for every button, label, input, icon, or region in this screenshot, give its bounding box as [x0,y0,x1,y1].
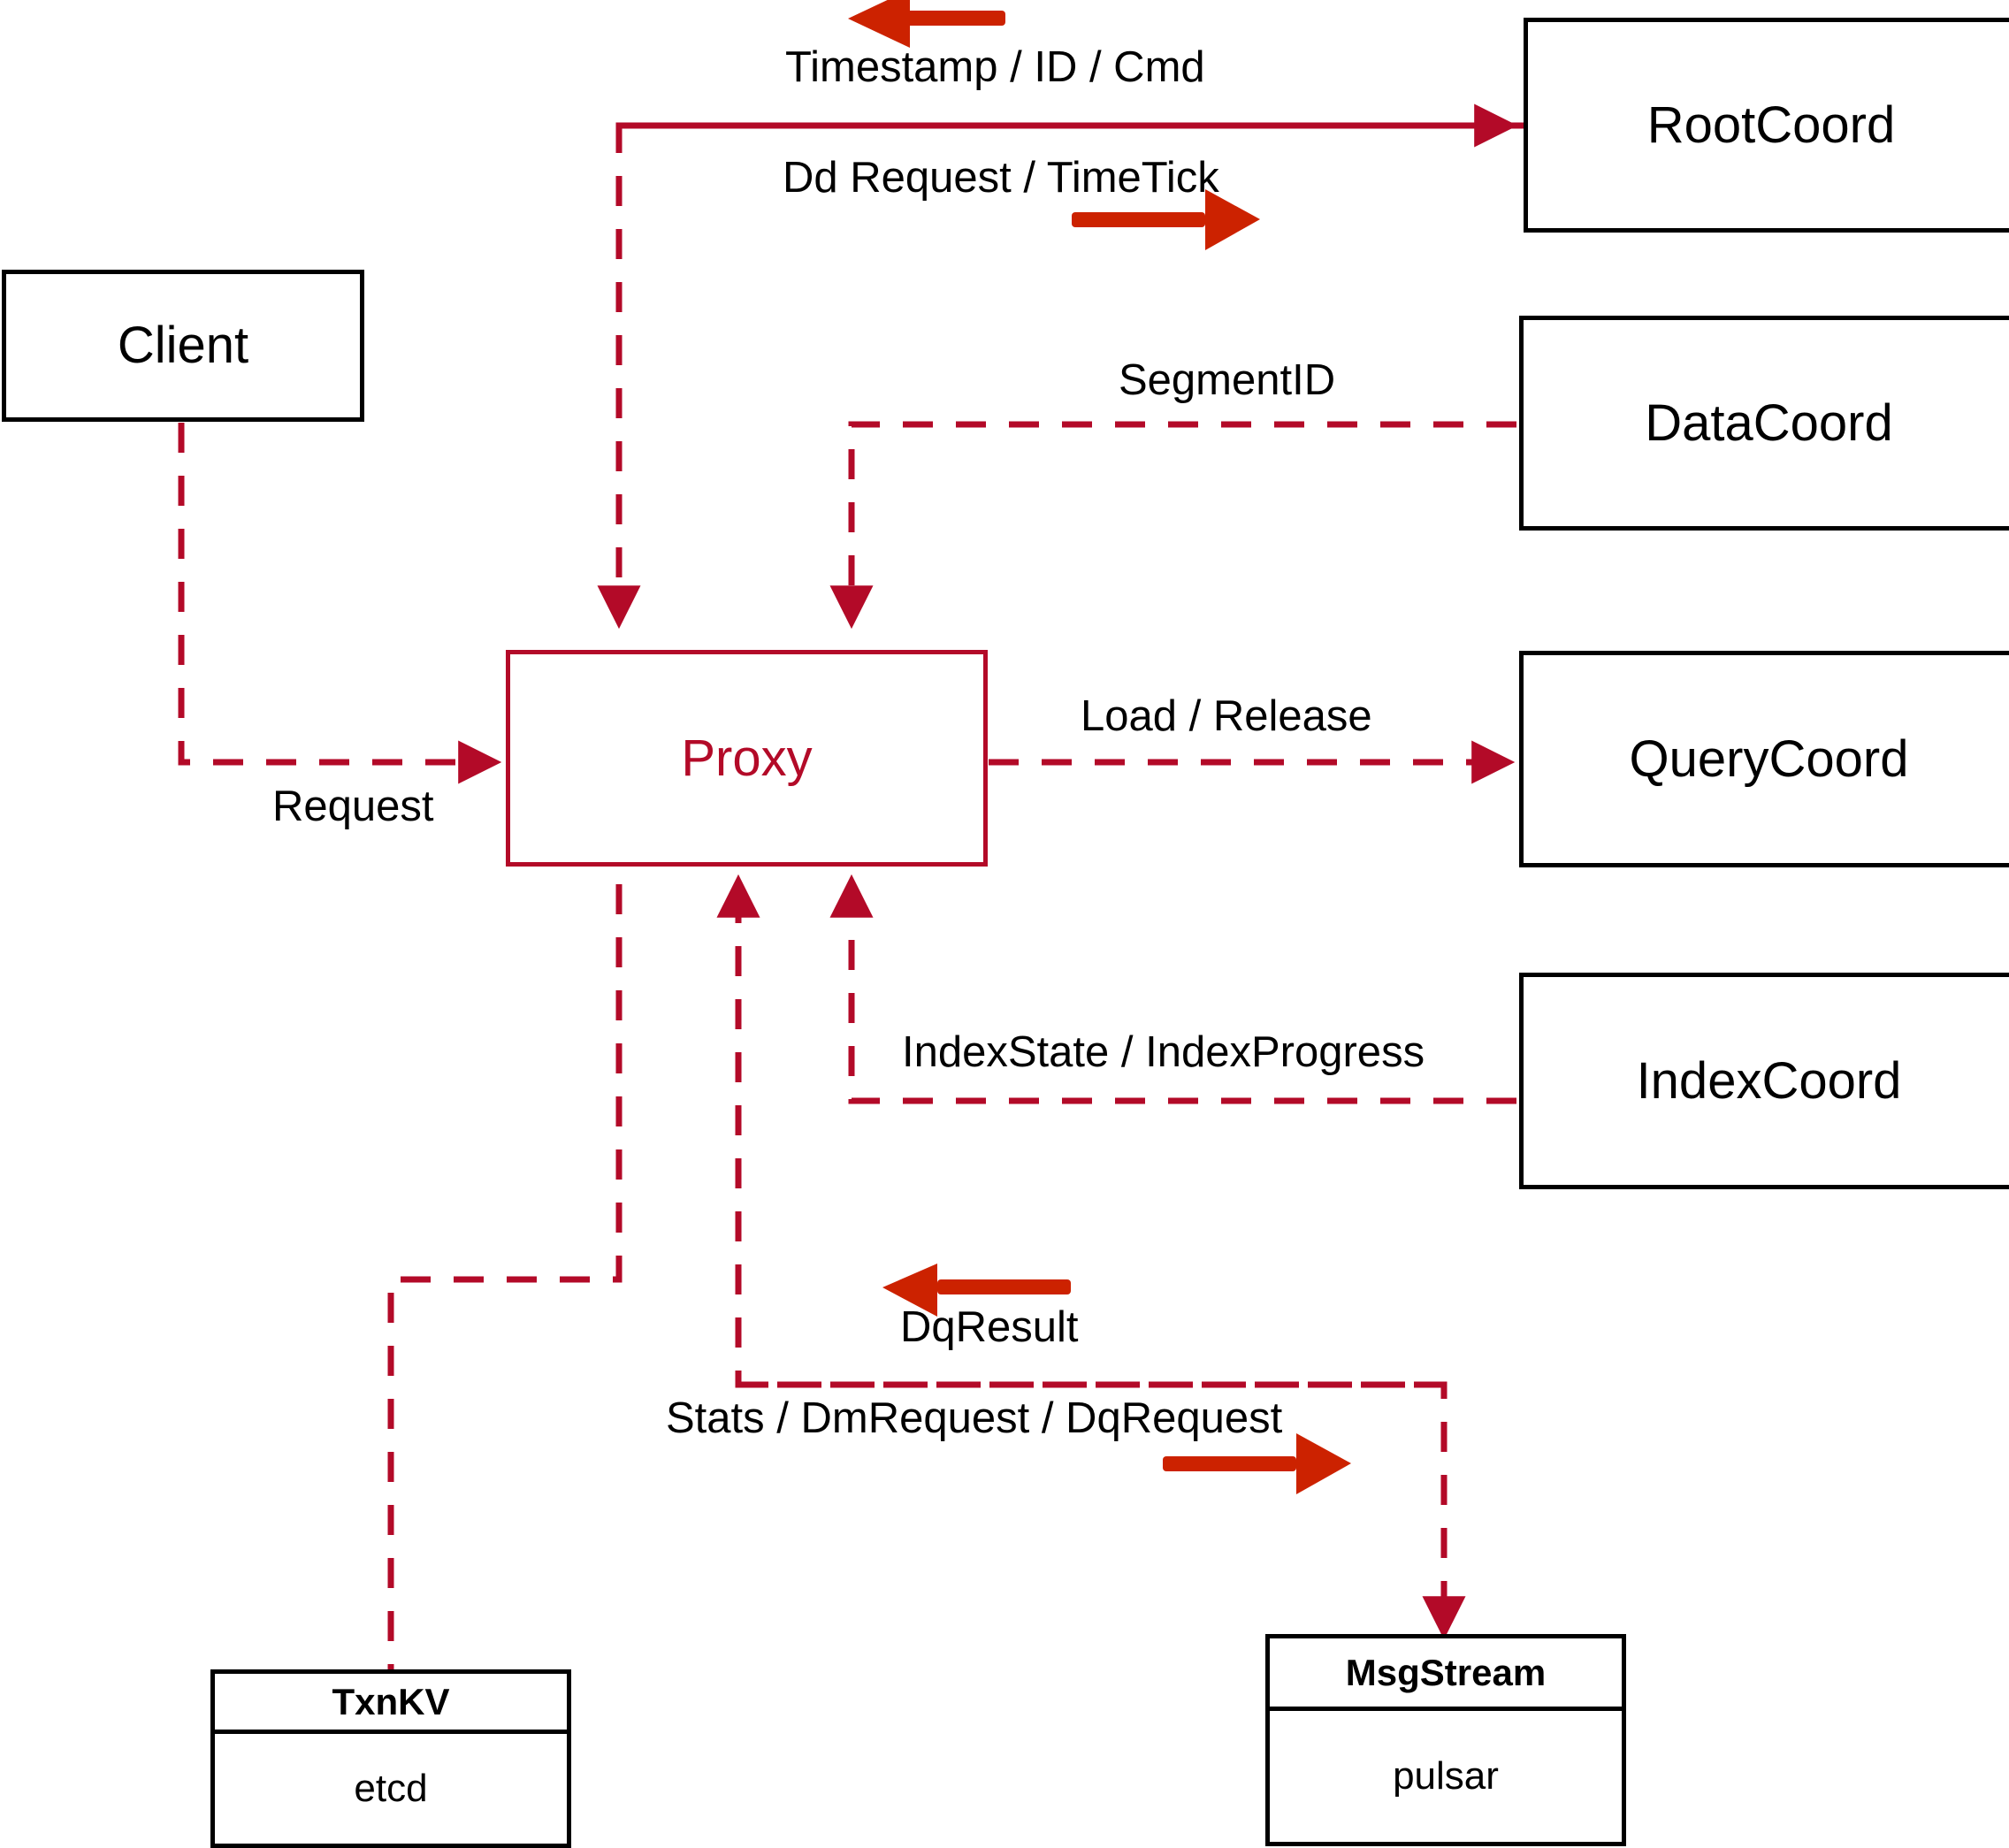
bold-arrow-right-bottom [1163,1433,1351,1494]
node-rootcoord-label: RootCoord [1646,95,1896,154]
node-msgstream-body: pulsar [1393,1754,1499,1798]
edge-label-load-release: Load / Release [1081,692,1372,740]
node-txnkv-header: TxnKV [215,1674,567,1734]
node-indexcoord-label: IndexCoord [1636,1051,1902,1110]
edge-label-dqresult: DqResult [900,1303,1079,1351]
node-txnkv-body: etcd [354,1767,428,1810]
node-txnkv[interactable]: TxnKV etcd [210,1669,571,1848]
node-rootcoord[interactable]: RootCoord [1524,18,2009,233]
edge-label-timestamp-id-cmd: Timestamp / ID / Cmd [785,43,1205,91]
wire-proxy-txnkv [387,884,623,1669]
node-querycoord[interactable]: QueryCoord [1519,651,2009,867]
node-client[interactable]: Client [2,270,364,422]
bold-arrow-left-top [848,0,1005,48]
wire-request [178,423,502,784]
node-client-label: Client [117,317,249,374]
node-datacoord-label: DataCoord [1645,393,1893,452]
node-msgstream[interactable]: MsgStream pulsar [1265,1634,1626,1846]
edge-label-indexstate-indexprogress: IndexState / IndexProgress [902,1028,1425,1076]
node-indexcoord[interactable]: IndexCoord [1519,973,2009,1189]
edge-label-dd-request-timetick: Dd Request / TimeTick [783,154,1219,202]
node-querycoord-label: QueryCoord [1629,729,1909,788]
wire-dqresult [716,874,1444,1388]
node-msgstream-header: MsgStream [1270,1638,1622,1711]
wire-segmentid [829,421,1516,630]
edge-label-request: Request [272,783,434,830]
node-proxy-label: Proxy [681,729,813,787]
node-datacoord[interactable]: DataCoord [1519,316,2009,531]
node-proxy[interactable]: Proxy [506,650,988,867]
edge-label-segmentid: SegmentID [1119,356,1336,404]
edge-label-stats-dmrequest-dqrequest: Stats / DmRequest / DqRequest [666,1394,1283,1442]
